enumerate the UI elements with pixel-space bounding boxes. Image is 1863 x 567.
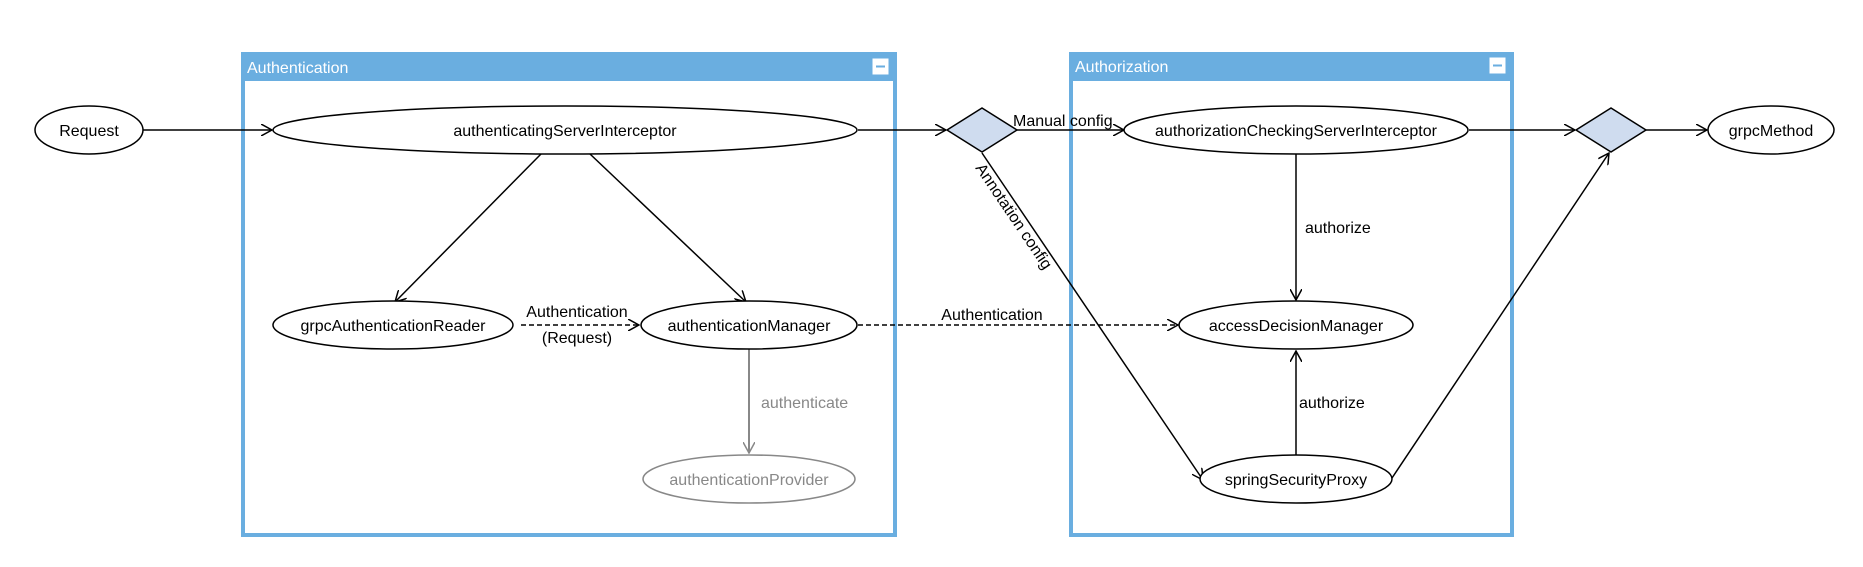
authorize-top-label: authorize xyxy=(1305,220,1371,237)
authentication-request-label-line2: (Request) xyxy=(542,330,612,347)
node-request-label: Request xyxy=(59,123,119,140)
minus-square-icon[interactable] xyxy=(872,58,889,75)
authorization-group: Authorization xyxy=(1069,52,1514,537)
node-grpc-authentication-reader[interactable]: grpcAuthenticationReader xyxy=(272,300,514,350)
node-authentication-manager-label: authenticationManager xyxy=(668,318,831,335)
authenticate-label: authenticate xyxy=(761,395,848,412)
authorization-group-header xyxy=(1071,54,1512,81)
node-request[interactable]: Request xyxy=(34,105,144,155)
authorization-group-title: Authorization xyxy=(1075,59,1168,76)
node-spring-security-proxy[interactable]: springSecurityProxy xyxy=(1199,454,1393,504)
manual-config-label: Manual config xyxy=(1013,113,1113,130)
node-authenticating-server-interceptor[interactable]: authenticatingServerInterceptor xyxy=(272,105,858,155)
edges xyxy=(143,130,1707,480)
node-authorization-checking-server-interceptor-label: authorizationCheckingServerInterceptor xyxy=(1155,123,1438,140)
edge-proxy-to-diamond2 xyxy=(1391,153,1609,479)
node-authenticating-server-interceptor-label: authenticatingServerInterceptor xyxy=(453,123,677,140)
decision-diamond-1[interactable] xyxy=(945,107,1019,153)
edge-interceptor-to-reader xyxy=(395,153,542,302)
minus-square-icon[interactable] xyxy=(1489,57,1506,74)
node-authentication-manager[interactable]: authenticationManager xyxy=(640,300,858,350)
authentication-group: Authentication xyxy=(241,52,897,537)
edge-labels: Manual config Annotation config Authenti… xyxy=(526,113,1371,412)
node-access-decision-manager-label: accessDecisionManager xyxy=(1209,318,1384,335)
node-grpc-method[interactable]: grpcMethod xyxy=(1707,105,1835,155)
authentication-label: Authentication xyxy=(941,307,1042,324)
edge-diamond1-to-proxy xyxy=(981,152,1203,480)
authentication-group-header xyxy=(243,54,895,81)
decision-diamond-2[interactable] xyxy=(1574,107,1648,153)
node-grpc-method-label: grpcMethod xyxy=(1729,123,1814,140)
node-authorization-checking-server-interceptor[interactable]: authorizationCheckingServerInterceptor xyxy=(1123,105,1469,155)
node-access-decision-manager[interactable]: accessDecisionManager xyxy=(1178,300,1414,350)
annotation-config-label: Annotation config xyxy=(972,161,1055,273)
authentication-group-title: Authentication xyxy=(247,60,348,77)
authentication-request-label-line1: Authentication xyxy=(526,304,627,321)
node-authentication-provider-label: authenticationProvider xyxy=(669,472,829,489)
edge-interceptor-to-manager xyxy=(589,153,746,302)
node-spring-security-proxy-label: springSecurityProxy xyxy=(1225,472,1367,489)
authorize-bottom-label: authorize xyxy=(1299,395,1365,412)
node-grpc-authentication-reader-label: grpcAuthenticationReader xyxy=(300,318,486,335)
node-authentication-provider[interactable]: authenticationProvider xyxy=(642,454,856,504)
